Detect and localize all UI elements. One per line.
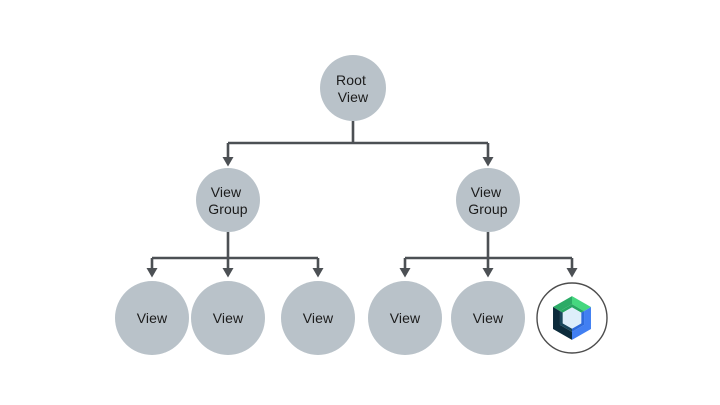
view-group-right-label: View Group <box>468 184 508 217</box>
node-view-4-circle <box>368 281 442 355</box>
connector-lines <box>150 121 574 269</box>
label-line: Group <box>208 201 248 217</box>
node-view-group-left-circle <box>196 168 260 232</box>
compose-center-hexagon <box>562 307 582 329</box>
node-view-5-circle <box>451 281 525 355</box>
node-labels: Root View View Group View Group View Vie… <box>137 72 508 326</box>
view-1-label: View <box>137 310 168 326</box>
node-view-1-circle <box>115 281 189 355</box>
view-3-label: View <box>303 310 334 326</box>
arrowhead-icon <box>312 268 324 278</box>
node-view-group-right-circle <box>456 168 520 232</box>
compose-top-left-face <box>553 296 572 312</box>
node-view-3-circle <box>281 281 355 355</box>
arrowhead-icon <box>146 268 158 278</box>
arrowhead-icon <box>566 268 578 278</box>
view-5-label: View <box>473 310 504 326</box>
view-group-left-label: View Group <box>208 184 248 217</box>
arrowhead-icon <box>222 268 234 278</box>
label-line: View <box>211 184 242 200</box>
connector-arrowheads <box>146 157 578 278</box>
label-line: View <box>338 89 369 105</box>
jetpack-compose-icon <box>553 296 591 340</box>
compose-right-face <box>572 307 591 340</box>
node-compose <box>536 282 608 354</box>
connector-root-to-groups <box>226 121 490 158</box>
label-line: Root <box>336 72 366 88</box>
node-circles <box>115 55 525 355</box>
compose-top-bevel <box>559 304 585 313</box>
view-2-label: View <box>213 310 244 326</box>
arrowhead-icon <box>399 268 411 278</box>
compose-top-right-face <box>572 296 591 312</box>
node-root-view-circle <box>320 55 386 121</box>
connector-leftgroup-to-views <box>150 232 320 269</box>
label-line: Group <box>468 201 508 217</box>
node-view-2-circle <box>191 281 265 355</box>
arrowhead-icon <box>222 157 234 167</box>
compose-left-face <box>553 307 572 340</box>
root-view-label: Root View <box>336 72 370 105</box>
connector-rightgroup-to-views <box>403 232 574 269</box>
label-line: View <box>471 184 502 200</box>
arrowhead-icon <box>482 157 494 167</box>
arrowhead-icon <box>482 268 494 278</box>
view-4-label: View <box>390 310 421 326</box>
